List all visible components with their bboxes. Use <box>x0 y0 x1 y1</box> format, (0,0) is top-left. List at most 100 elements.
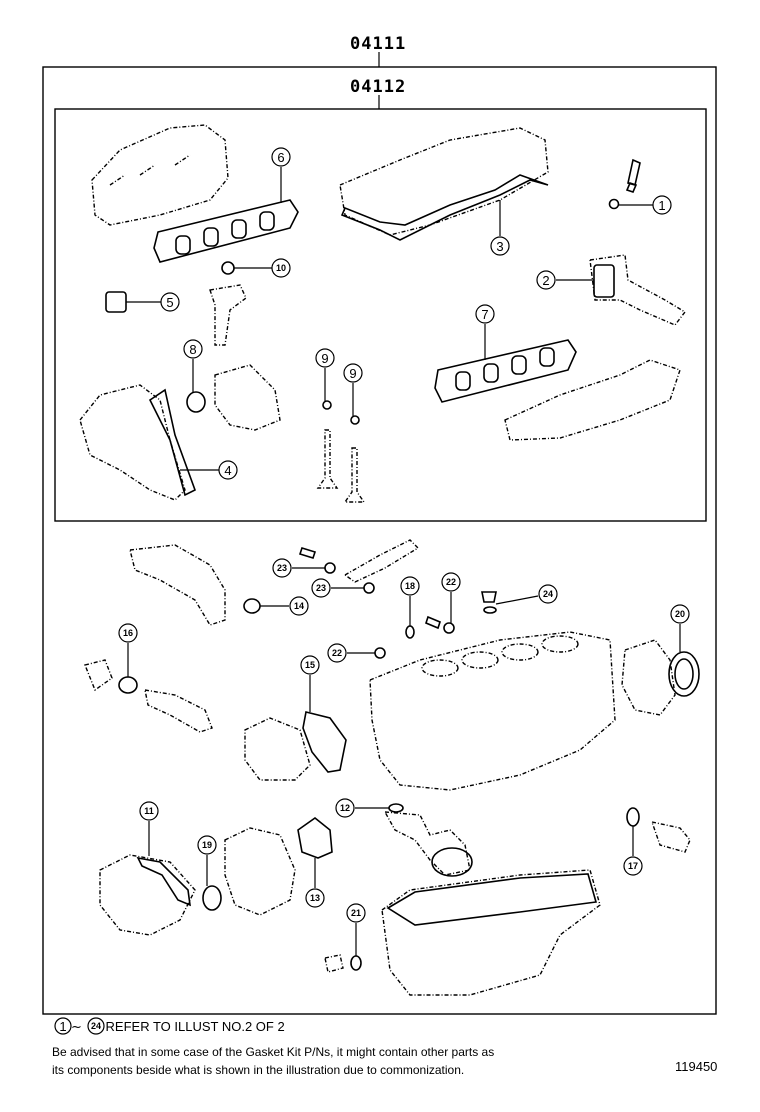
plug-24 <box>481 591 497 603</box>
callout-13-label: 13 <box>310 893 320 903</box>
exhaust-port-4 <box>539 347 555 367</box>
drain-plug <box>324 954 344 973</box>
callout-13: 13 <box>305 888 325 908</box>
oil-strainer <box>383 811 471 876</box>
timing-cover-gasket <box>148 388 196 497</box>
footer-range-start: 1 <box>59 1019 66 1034</box>
oil-seal-8 <box>186 391 206 413</box>
callout-11: 11 <box>139 801 159 821</box>
kit-code-inner: 04112 <box>350 77 407 97</box>
advisory-note-line1: Be advised that in some case of the Gask… <box>52 1045 495 1059</box>
callout-1-label: 1 <box>658 198 665 213</box>
callout-12: 12 <box>335 798 355 818</box>
callout-10-label: 10 <box>276 263 286 273</box>
callout-8: 8 <box>183 339 203 359</box>
callout-19-label: 19 <box>202 840 212 850</box>
callout-2-label: 2 <box>542 273 549 288</box>
callout-15: 15 <box>300 655 320 675</box>
advisory-note-line2: its components beside what is shown in t… <box>52 1063 465 1077</box>
refer-text: REFER TO ILLUST NO.2 OF 2 <box>105 1019 285 1034</box>
callout-16-label: 16 <box>123 628 133 638</box>
intake-pipe <box>129 544 226 626</box>
oil-pressure-switch <box>650 821 691 853</box>
callout-20-label: 20 <box>675 609 685 619</box>
water-pump-gasket-15 <box>302 711 347 773</box>
exhaust-manifold-gasket <box>434 339 577 403</box>
footer-range-sep: ~ <box>71 1020 82 1035</box>
seal-16 <box>118 676 138 694</box>
gasket-23a <box>324 562 336 574</box>
bore-3 <box>501 643 539 661</box>
strainer-gasket <box>431 847 473 877</box>
callout-21-label: 21 <box>351 908 361 918</box>
valve-a <box>316 429 339 489</box>
callout-24: 24 <box>538 584 558 604</box>
rear-oil-seal-20-inner <box>674 658 694 690</box>
callout-22b: 22 <box>327 643 347 663</box>
exhaust-port-1 <box>455 371 471 391</box>
bore-1 <box>421 659 459 677</box>
water-inlet-pipe <box>144 689 213 733</box>
callout-22a-label: 22 <box>446 577 456 587</box>
bolt-23a <box>298 547 317 559</box>
callout-18: 18 <box>400 576 420 596</box>
callout-3-label: 3 <box>496 239 503 254</box>
timing-cover <box>79 384 186 501</box>
callout-10: 10 <box>271 258 291 278</box>
callout-5: 5 <box>160 292 180 312</box>
refer-note: ~ REFER TO ILLUST NO.2 OF 2 <box>52 1019 285 1035</box>
callout-9a: 9 <box>315 348 335 368</box>
callout-2: 2 <box>536 270 556 290</box>
timing-gasket-11 <box>136 856 191 907</box>
timing-cover-lower <box>99 854 196 936</box>
valve-stem-seal-a <box>322 400 332 410</box>
callout-22a: 22 <box>441 572 461 592</box>
footer-range-end-bubble: 24 <box>87 1017 105 1035</box>
water-outlet-housing <box>589 254 687 326</box>
callout-1: 1 <box>652 195 672 215</box>
callout-19: 19 <box>197 835 217 855</box>
rear-oil-seal-20 <box>668 651 700 697</box>
callout-14-label: 14 <box>294 601 304 611</box>
callout-23a-label: 23 <box>277 563 287 573</box>
intake-port-1 <box>175 235 191 255</box>
callout-20: 20 <box>670 604 690 624</box>
inner-kit-frame <box>54 108 707 522</box>
footer-range-start-bubble: 1 <box>54 1017 72 1035</box>
intake-port-2 <box>203 227 219 247</box>
gasket-22b <box>374 647 386 659</box>
oil-pump-gasket-13 <box>297 816 333 859</box>
exhaust-port-3 <box>511 355 527 375</box>
callout-4-label: 4 <box>224 463 231 478</box>
water-bypass-hose <box>343 539 420 583</box>
callout-18-label: 18 <box>405 581 415 591</box>
intake-manifold-gasket <box>153 199 299 263</box>
callout-23b-label: 23 <box>316 583 326 593</box>
water-pump-upper <box>214 364 281 431</box>
exhaust-port-2 <box>483 363 499 383</box>
callout-4: 4 <box>218 460 238 480</box>
spark-plug <box>625 158 641 193</box>
callout-15-label: 15 <box>305 660 315 670</box>
nut-10 <box>221 261 235 275</box>
callout-7: 7 <box>475 304 495 324</box>
exhaust-manifold <box>504 359 681 441</box>
cylinder-head <box>339 127 549 236</box>
callout-6-label: 6 <box>277 150 284 165</box>
intake-port-4 <box>259 211 275 231</box>
callout-7-label: 7 <box>481 307 488 322</box>
gasket-5 <box>105 291 127 313</box>
callout-9b-label: 9 <box>349 366 356 381</box>
exhaust-pipe <box>209 284 247 346</box>
callout-17: 17 <box>623 856 643 876</box>
cylinder-head-cover <box>91 124 229 226</box>
valve-b <box>343 447 366 503</box>
oil-filter-gasket-17 <box>626 807 640 827</box>
callout-14: 14 <box>289 596 309 616</box>
gasket-18 <box>405 625 415 639</box>
drain-plug-gasket-21 <box>350 955 362 971</box>
bore-4 <box>541 635 579 653</box>
callout-11-label: 11 <box>144 806 154 816</box>
plug-gasket <box>608 198 620 210</box>
